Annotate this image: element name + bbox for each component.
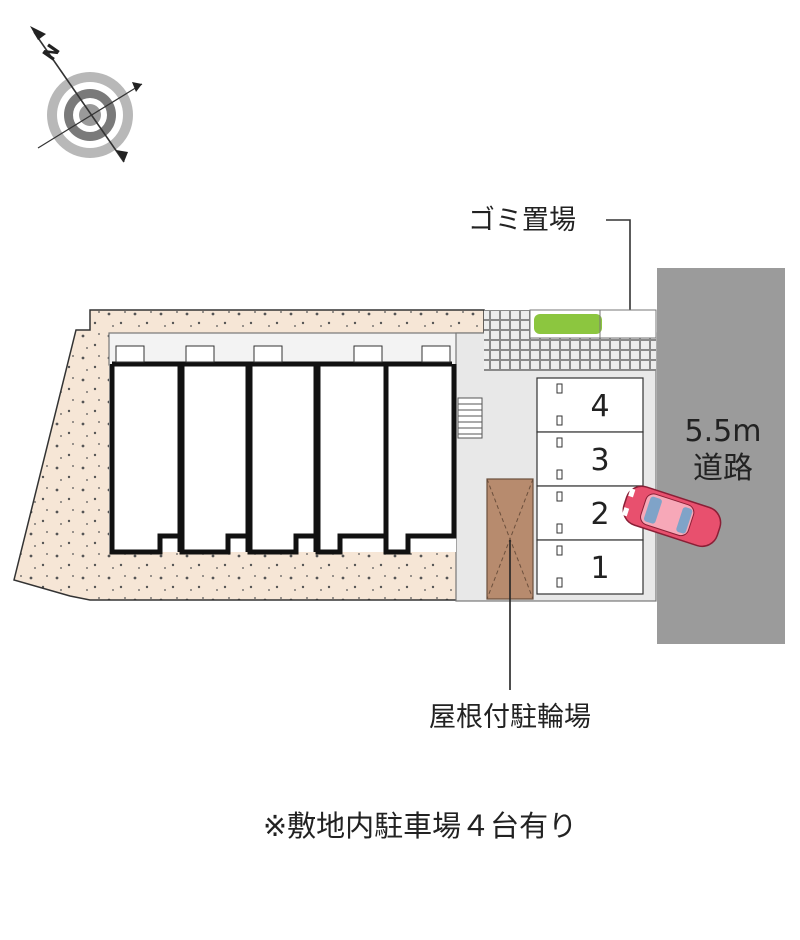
- parking-spaces: 4 3 2 1: [536, 377, 644, 595]
- parking-space-4: 4: [536, 377, 644, 433]
- car-icon: [621, 485, 722, 548]
- garbage-leader-line: [606, 219, 631, 312]
- parking-space-number: 1: [590, 551, 609, 586]
- parking-space-number: 2: [590, 497, 609, 532]
- stairs-icon: [457, 397, 483, 439]
- parking-space-3: 3: [536, 431, 644, 487]
- bicycle-parking-label: 屋根付駐輪場: [429, 702, 591, 733]
- parking-space-number: 3: [590, 443, 609, 478]
- garbage-area-label: ゴミ置場: [468, 205, 576, 236]
- road-width-label: 5.5m: [685, 414, 762, 449]
- road-label: 道路: [693, 451, 753, 486]
- tile-paving-strip: [484, 338, 656, 371]
- parking-space-1: 1: [536, 539, 644, 595]
- hedge-icon: [534, 314, 602, 334]
- parking-space-number: 4: [590, 389, 609, 424]
- building: [109, 345, 457, 555]
- parking-note: ※敷地内駐車場４台有り: [263, 809, 577, 843]
- road: [657, 268, 785, 644]
- compass-rose-icon: N: [30, 26, 143, 163]
